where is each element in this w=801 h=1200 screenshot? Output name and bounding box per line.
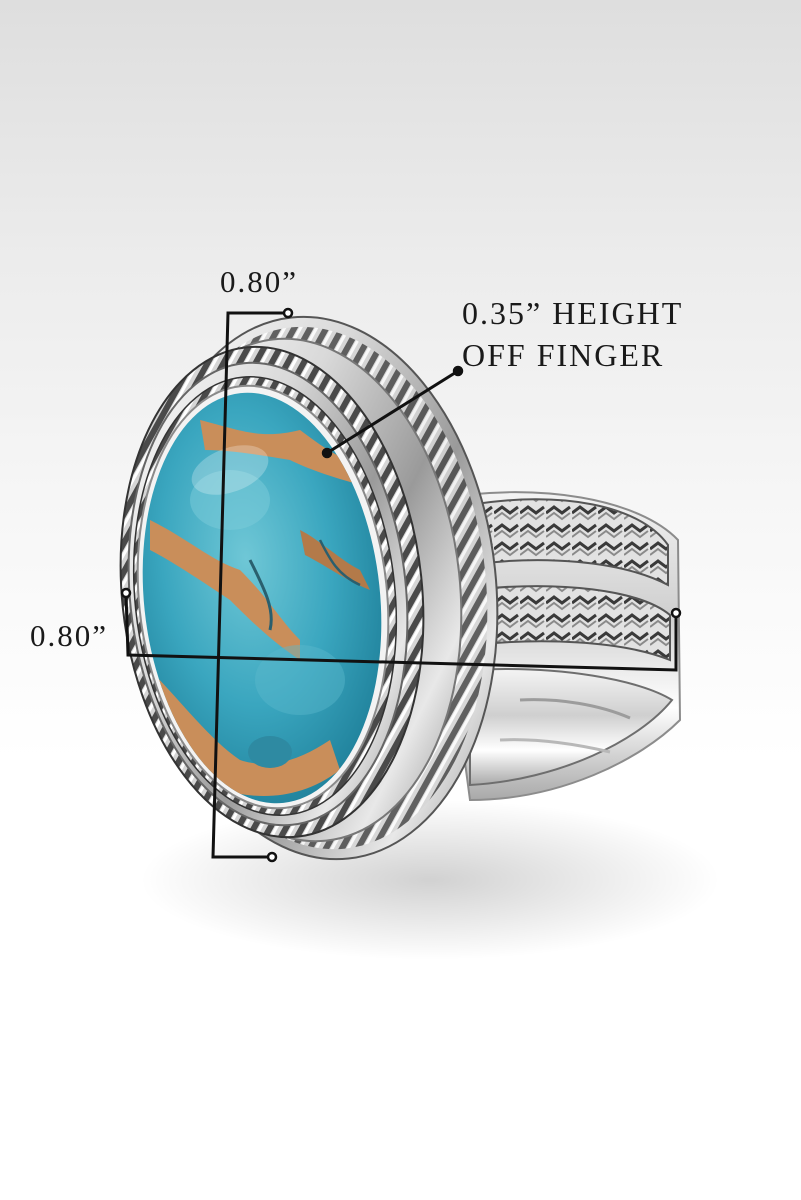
- top-width-label: 0.80”: [220, 264, 299, 299]
- horizontal-dimension-line: [124, 592, 678, 672]
- height-off-finger-label: 0.35” HEIGHT OFF FINGER: [462, 292, 683, 376]
- ring-shadow: [140, 800, 720, 960]
- height-leader-line: [326, 369, 459, 455]
- height-label-line2: OFF FINGER: [462, 337, 665, 373]
- left-width-label: 0.80”: [30, 618, 109, 653]
- dimension-endpoints: [120, 307, 682, 863]
- copper-matrix: [148, 420, 380, 796]
- height-label-line1: 0.35” HEIGHT: [462, 295, 684, 331]
- dimension-lines: [124, 311, 678, 859]
- turquoise-stone: [142, 392, 382, 804]
- vertical-dimension-line: [211, 311, 288, 859]
